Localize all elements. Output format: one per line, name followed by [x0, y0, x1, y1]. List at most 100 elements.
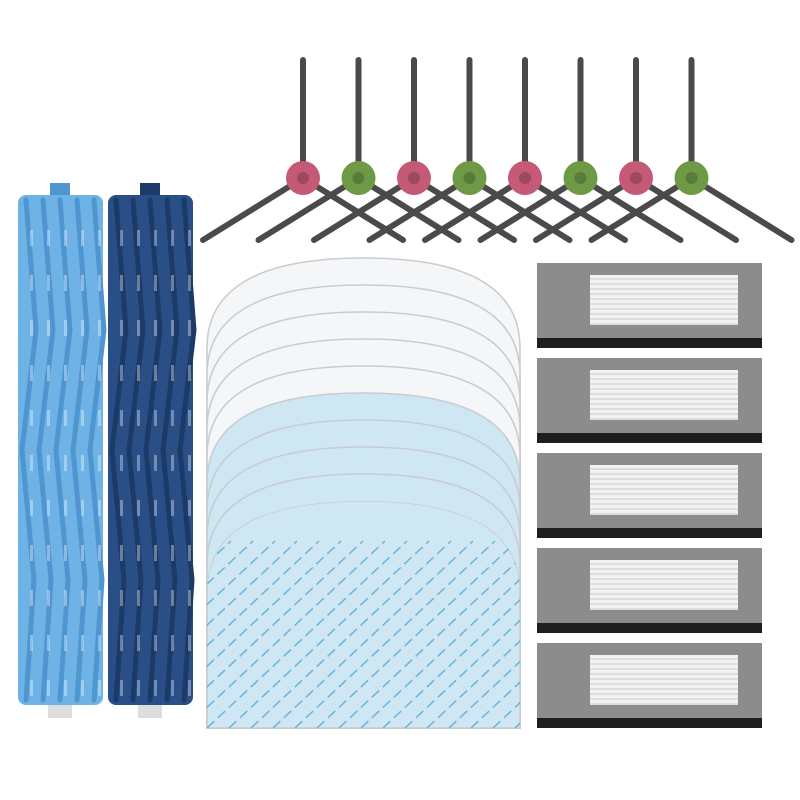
roller-slot — [120, 545, 123, 561]
roller-slot — [30, 635, 33, 651]
brush-hub — [397, 161, 431, 195]
roller-slot — [64, 500, 67, 516]
brush-hub-center — [352, 172, 365, 184]
roller-cap-top — [50, 183, 70, 197]
filter-media — [590, 275, 738, 325]
roller-slot — [188, 410, 191, 426]
roller-slot — [137, 365, 140, 381]
roller-slot — [81, 545, 84, 561]
roller-slot — [188, 455, 191, 471]
roller-slot — [64, 230, 67, 246]
brush-arm — [477, 175, 584, 243]
mop-stripe — [207, 540, 254, 728]
roller-slot — [81, 590, 84, 606]
mop-stripe — [382, 540, 520, 728]
roller-slot — [188, 635, 191, 651]
roller-slot — [81, 320, 84, 336]
mop-stripe — [426, 540, 520, 728]
roller-slot — [30, 590, 33, 606]
roller-slot — [154, 545, 157, 561]
roller-slot — [137, 680, 140, 696]
filter-foam — [537, 528, 762, 538]
roller-slot — [154, 365, 157, 381]
roller-slot — [188, 365, 191, 381]
brush-arm — [533, 175, 639, 243]
mop-pad — [207, 501, 520, 728]
roller-slot — [30, 275, 33, 291]
roller-slot — [171, 410, 174, 426]
roller-slot — [188, 590, 191, 606]
roller-slot — [47, 635, 50, 651]
side-brush — [533, 57, 739, 243]
roller-slot — [47, 365, 50, 381]
roller-slot — [47, 545, 50, 561]
mop-pads — [206, 257, 521, 729]
roller-fin — [19, 197, 39, 703]
roller-slot — [98, 365, 101, 381]
roller-slot — [64, 365, 67, 381]
brush-arm — [311, 175, 417, 243]
roller-slot — [154, 635, 157, 651]
roller-slot — [47, 680, 50, 696]
roller-slot — [64, 410, 67, 426]
side-brush — [588, 57, 795, 243]
mop-stripe — [207, 540, 364, 728]
roller-fin — [53, 197, 73, 703]
mop-stripe — [294, 540, 496, 728]
filter — [537, 263, 762, 348]
mop-stripe — [207, 540, 320, 728]
mop-stripe — [207, 540, 342, 728]
roller-slot — [98, 455, 101, 471]
roller-slot — [30, 680, 33, 696]
roller-slot — [120, 635, 123, 651]
mop-stripe — [207, 540, 386, 728]
roller-slot — [30, 410, 33, 426]
roller-cap-top — [140, 183, 160, 197]
filter-media — [590, 655, 738, 705]
roller-fin — [87, 197, 107, 703]
roller-slot — [81, 455, 84, 471]
roller-slot — [154, 230, 157, 246]
roller-slot — [137, 590, 140, 606]
roller-slot — [137, 545, 140, 561]
roller-fin — [36, 197, 56, 703]
roller-fin — [70, 197, 90, 703]
roller-slot — [154, 320, 157, 336]
roller-slot — [188, 545, 191, 561]
roller-slot — [64, 455, 67, 471]
brush-hub — [452, 161, 487, 195]
roller-slot — [171, 590, 174, 606]
roller-slot — [98, 410, 101, 426]
roller-slot — [120, 455, 123, 471]
brush-arm — [422, 175, 528, 243]
roller-slot — [154, 590, 157, 606]
roller-fin — [143, 197, 163, 703]
roller-slot — [30, 455, 33, 471]
side-brush — [366, 57, 573, 243]
mop-stripe — [338, 540, 520, 728]
brush-arm — [200, 175, 306, 243]
roller-slot — [64, 590, 67, 606]
brush-hub — [341, 161, 376, 195]
roller-slot — [137, 320, 140, 336]
roller-body — [18, 195, 103, 705]
roller-slot — [188, 500, 191, 516]
roller-slot — [47, 455, 50, 471]
roller-slot — [30, 545, 33, 561]
roller-slot — [188, 275, 191, 291]
roller-slot — [188, 320, 191, 336]
roller-slot — [98, 275, 101, 291]
roller-slot — [47, 590, 50, 606]
roller-slot — [47, 230, 50, 246]
roller-body — [108, 195, 193, 705]
side-brush — [422, 57, 628, 243]
mop-stripe — [470, 540, 520, 728]
mop-stripe — [207, 540, 298, 728]
roller-slot — [120, 410, 123, 426]
filter-foam — [537, 718, 762, 728]
roller-slot — [64, 680, 67, 696]
roller-slot — [137, 455, 140, 471]
brush-hub — [674, 161, 709, 195]
roller-slot — [154, 410, 157, 426]
mop-stripe — [448, 540, 520, 728]
